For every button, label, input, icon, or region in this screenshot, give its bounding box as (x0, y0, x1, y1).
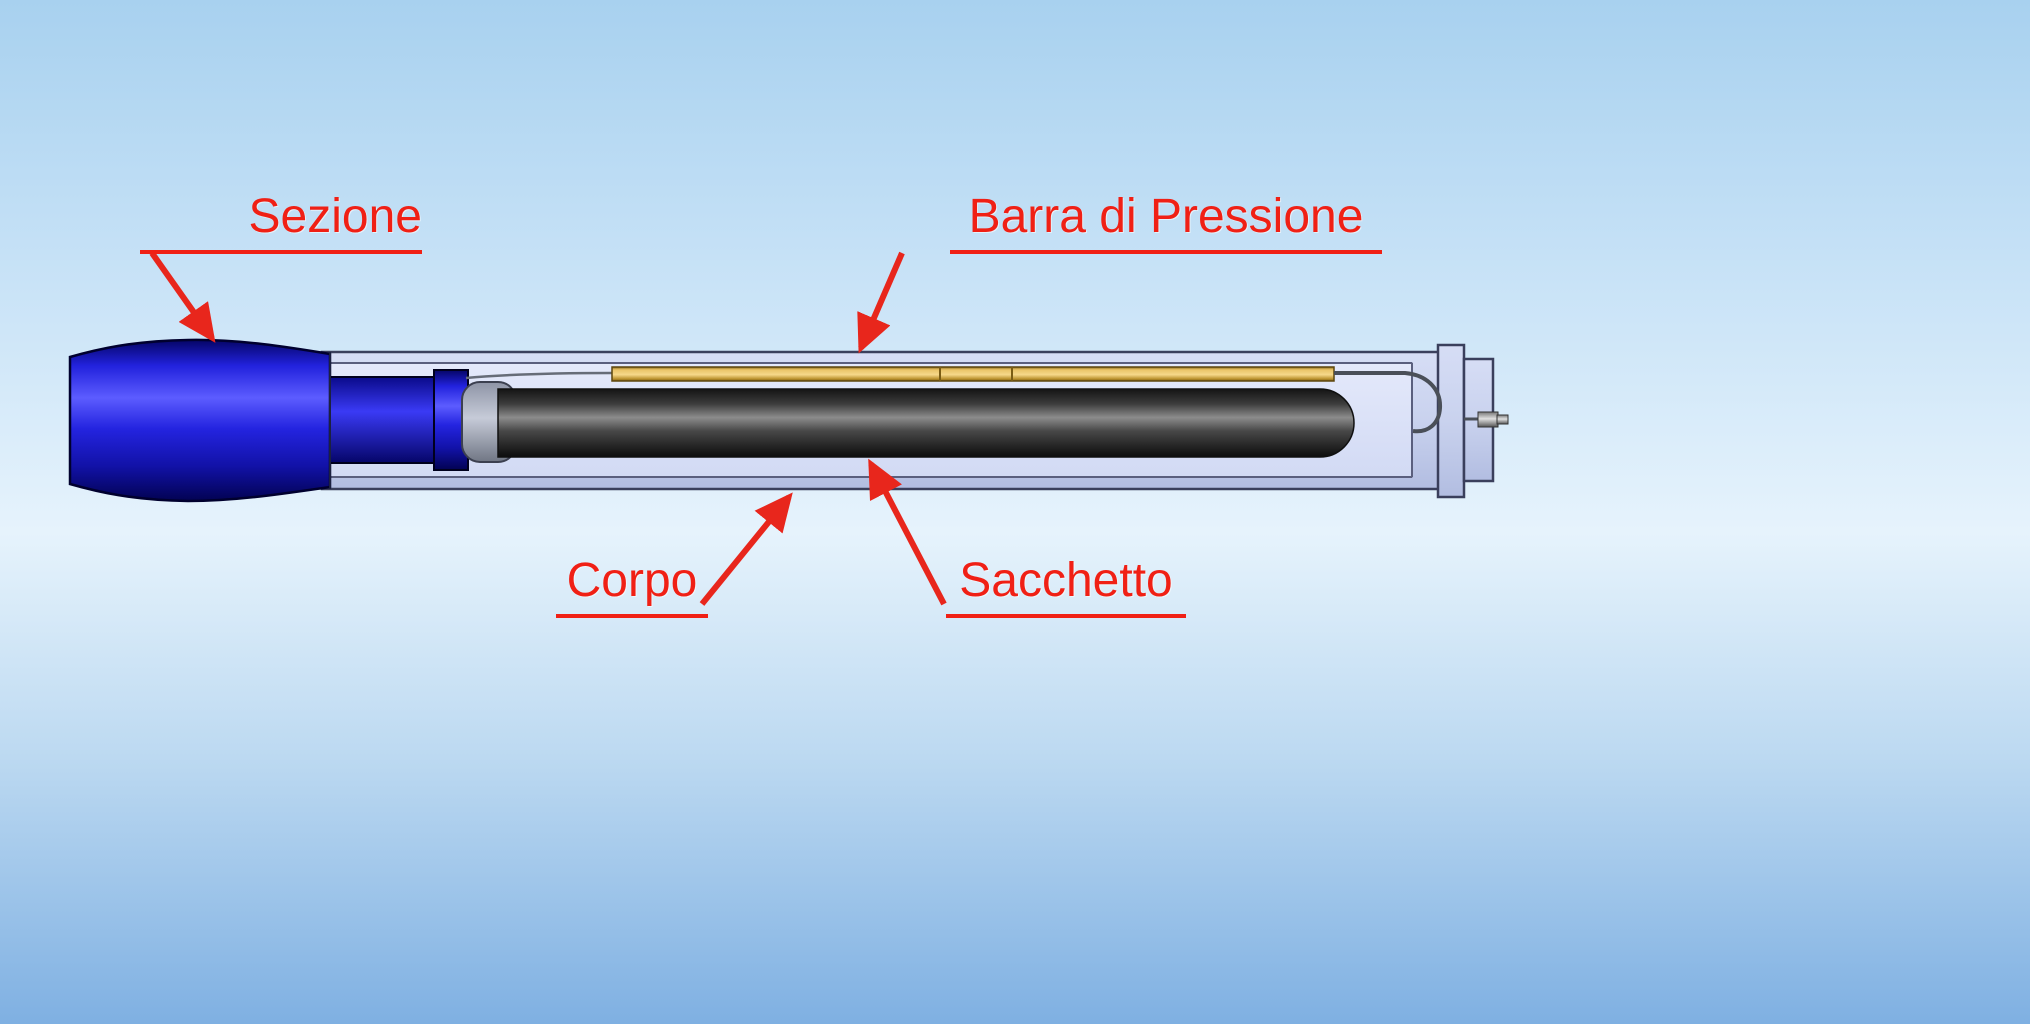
bar-anchor-wire (465, 371, 613, 380)
lever-pin (1464, 411, 1509, 428)
sacchetto-arrow (868, 458, 947, 606)
label-sacchetto: Sacchetto (946, 555, 1186, 619)
lever-wire (1334, 371, 1443, 434)
ink-sac (497, 388, 1355, 458)
label-barra-di-pressione: Barra di Pressione (950, 191, 1382, 255)
barra-di-pressione-arrow (857, 251, 905, 354)
corpo-arrow (699, 492, 793, 606)
pressure-bar (611, 366, 1335, 382)
section-tenon (329, 376, 435, 464)
grip-section (68, 338, 469, 503)
sezione-arrow (149, 251, 216, 343)
label-sezione: Sezione (140, 191, 422, 255)
label-corpo: Corpo (556, 555, 708, 619)
barrel-end-flange (1436, 343, 1466, 499)
